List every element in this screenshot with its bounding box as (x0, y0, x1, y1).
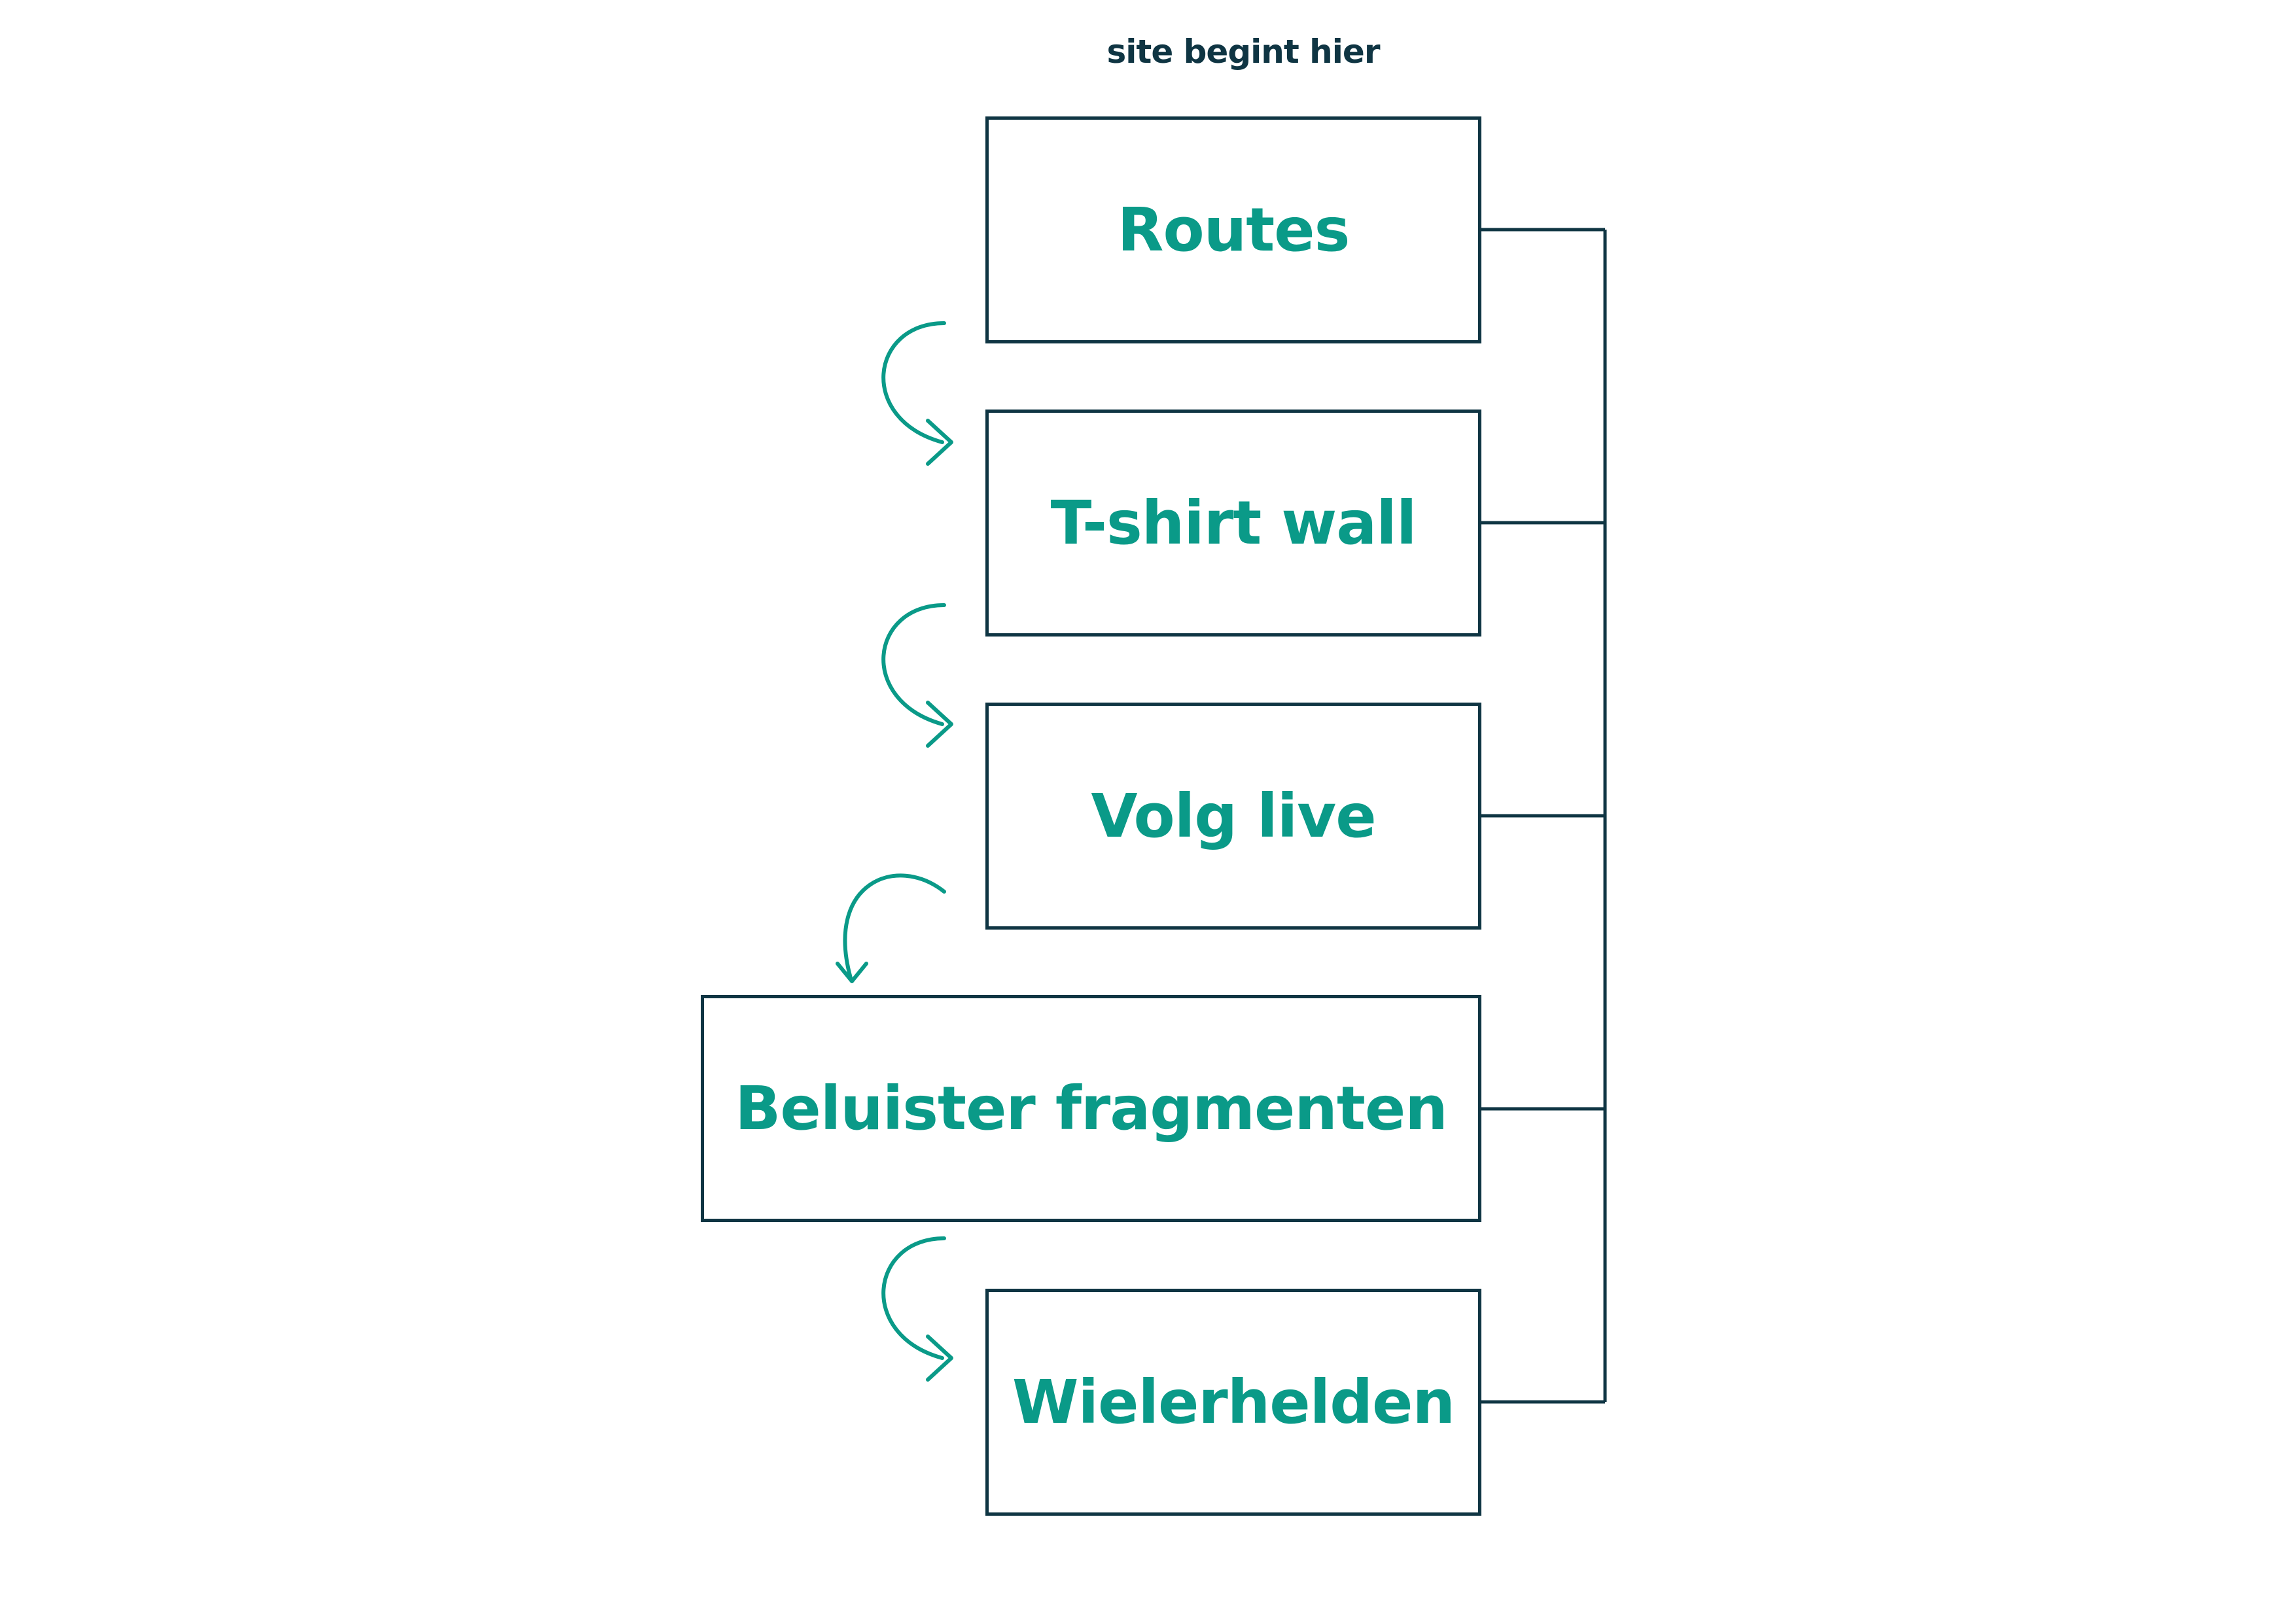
flow-arrow-routes-tshirt (881, 321, 953, 466)
bracket-connector (1481, 228, 1607, 1404)
flow-arrow-head (926, 701, 953, 748)
node-label: Beluister fragmenten (735, 1073, 1448, 1143)
node-tshirt-wall[interactable]: T-shirt wall (985, 410, 1481, 637)
flow-arrow-head (926, 1335, 953, 1382)
node-label: Volg live (1091, 781, 1376, 851)
flow-arrow-volg-beluister (836, 873, 946, 983)
flow-arrow-tshirt-volg (881, 603, 953, 748)
flow-arrow-head (926, 419, 953, 466)
flow-arrow-curve (881, 603, 946, 726)
node-label: Wielerhelden (1012, 1367, 1455, 1437)
flow-arrow-beluister-wieler (881, 1236, 953, 1382)
node-label: T-shirt wall (1050, 488, 1417, 558)
node-beluister-fragmenten[interactable]: Beluister fragmenten (701, 995, 1481, 1222)
start-label: site begint hier (1106, 33, 1381, 71)
flow-arrow-curve (881, 321, 946, 444)
flow-arrow-head (836, 962, 868, 983)
flow-arrow-curve (843, 873, 946, 980)
node-routes[interactable]: Routes (985, 116, 1481, 343)
node-label: Routes (1117, 195, 1351, 265)
flow-arrow-curve (881, 1236, 946, 1360)
node-volg-live[interactable]: Volg live (985, 703, 1481, 930)
node-wielerhelden[interactable]: Wielerhelden (985, 1289, 1481, 1516)
